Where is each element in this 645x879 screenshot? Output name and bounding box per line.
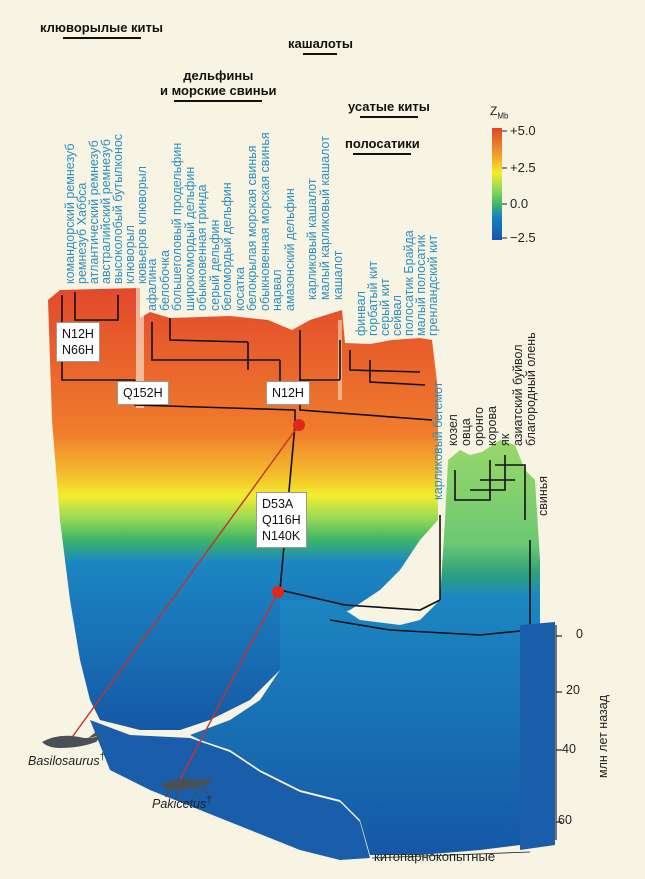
species-label-dolphin-4: обыкновенная гринда [195, 184, 209, 311]
species-label-dolphin-2: большеголовый продельфин [170, 142, 184, 311]
species-label-baleen-6: гренландский кит [426, 234, 440, 336]
group-bar [62, 37, 141, 39]
group-rorquals: полосатики [345, 136, 420, 155]
pakicetus-icon [160, 778, 212, 798]
fossil-label-basilosaurus: Basilosaurus† [28, 752, 106, 769]
species-label-dolphin-3: широкомордый дельфин [182, 166, 197, 311]
legend-tick-label: 0.0 [510, 196, 529, 211]
time-axis-title: млн лет назад [596, 695, 610, 778]
outgroup-landscape [190, 440, 540, 855]
legend-tick-label: −2.5 [510, 230, 536, 245]
species-label-pig: свинья [536, 475, 550, 516]
species-label-ungulate-4: як [498, 433, 512, 446]
time-tick-label: 60 [558, 813, 572, 827]
group-bar [174, 100, 263, 102]
species-label-sperm-2: кашалот [331, 250, 345, 300]
group-dolphins: дельфины и морские свиньи [160, 68, 277, 102]
time-tick-label: 0 [576, 627, 583, 641]
time-axis-line [555, 625, 562, 840]
mutation-box-sperm: N12H [266, 381, 310, 405]
group-baleen: усатые киты [348, 99, 430, 118]
legend-colorbar [492, 128, 502, 240]
mutation-box-crown-split: Q152H [117, 381, 169, 405]
species-label-sperm-1: малый карликовый кашалот [318, 136, 332, 300]
species-label-dolphin-5: серый дельфин [207, 219, 222, 311]
group-bar [353, 153, 412, 155]
species-label-dolphin-7: косатка [232, 267, 247, 311]
basilosaurus-icon [42, 732, 102, 748]
species-label-dolphin-9: обыкновенная морская свинья [257, 132, 272, 311]
species-label-dolphin-11: амазонский дельфин [282, 188, 297, 311]
node-marker-stem [272, 586, 284, 598]
species-label-dolphin-8: белокрылая морская свинья [245, 145, 259, 311]
species-label-ungulate-1: овца [459, 418, 473, 446]
fossil-links [69, 424, 300, 781]
species-label-dolphin-1: белобочка [157, 250, 172, 311]
species-label-ungulate-2: оронго [472, 407, 486, 446]
species-label-ungulate-5: азиатский буйвол [511, 344, 525, 446]
legend-ticks [502, 130, 507, 239]
time-tick-label: 40 [562, 742, 576, 756]
species-label-sperm-0: карликовый кашалот [305, 178, 319, 300]
legend-tick-label: +2.5 [510, 160, 536, 175]
legend-title: ZMb [490, 104, 509, 121]
group-beaked: клюворылые киты [40, 20, 163, 39]
species-label-dolphin-10: нарвал [270, 269, 284, 311]
node-marker-crown [293, 419, 305, 431]
outgroup-label: китопарнокопытные [374, 849, 496, 864]
floor [90, 720, 370, 860]
species-label-dolphin-6: беломордый дельфин [220, 182, 234, 311]
species-label-ungulate-3: корова [485, 406, 499, 446]
group-bar [303, 53, 338, 55]
time-axis-slab [520, 622, 555, 850]
species-label-hippo: карликовый бегемот [431, 381, 445, 500]
species-label-ungulate-6: благородный олень [524, 332, 538, 446]
group-sperm: кашалоты [288, 36, 353, 55]
time-tick-label: 20 [566, 683, 580, 697]
group-bar [359, 116, 418, 118]
species-label-dolphin-0: афалина [145, 258, 159, 311]
legend-tick-label: +5.0 [510, 123, 536, 138]
fossil-label-pakicetus: Pakicetus† [152, 795, 212, 812]
species-label-ungulate-0: козел [446, 414, 460, 446]
